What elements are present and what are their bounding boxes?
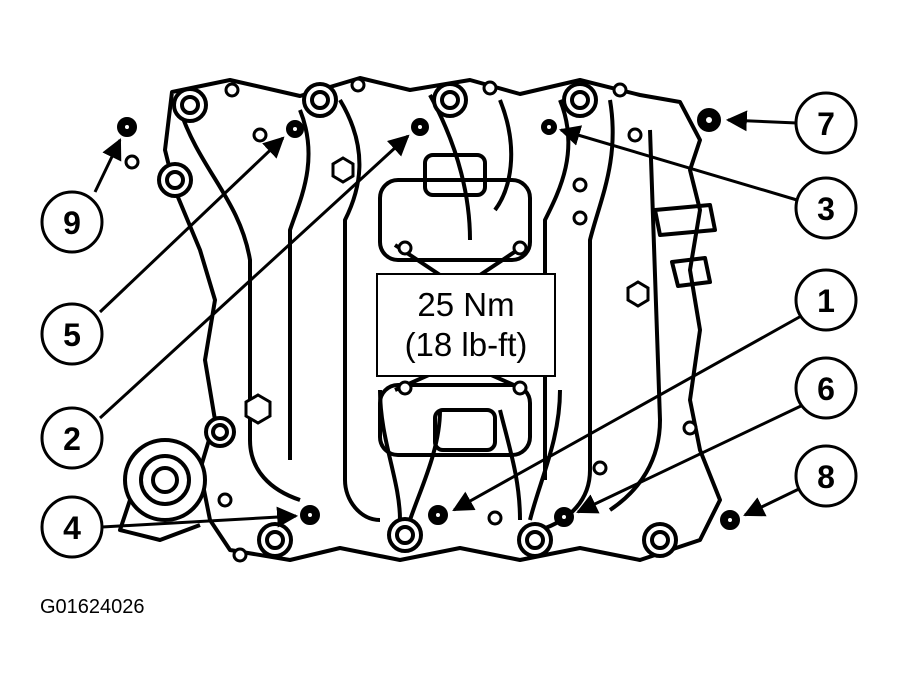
callout-label-9: 9 [63, 205, 81, 241]
callout-label-1: 1 [817, 283, 835, 319]
mounting-holes [124, 77, 698, 563]
torque-imperial: (18 lb-ft) [404, 326, 528, 363]
callout-label-8: 8 [817, 459, 835, 495]
callout-3: 3 [794, 176, 858, 240]
callout-label-6: 6 [817, 371, 835, 407]
callout-label-7: 7 [817, 106, 835, 142]
callout-9: 9 [40, 190, 104, 254]
runner-port-bosses [157, 82, 678, 558]
hex-nuts [244, 156, 650, 425]
callout-label-4: 4 [63, 510, 81, 546]
callout-7: 7 [794, 91, 858, 155]
callout-1: 1 [794, 268, 858, 332]
callout-8: 8 [794, 444, 858, 508]
callout-6: 6 [794, 356, 858, 420]
callout-4: 4 [40, 495, 104, 559]
manifold-bolts [117, 108, 740, 530]
torque-spec-box: 25 Nm (18 lb-ft) [376, 273, 556, 377]
torque-metric: 25 Nm [417, 286, 515, 323]
callout-label-2: 2 [63, 421, 81, 457]
figure-id: G01624026 [40, 596, 145, 618]
leader-arrows [93, 110, 804, 529]
callout-label-3: 3 [817, 191, 835, 227]
callout-2: 2 [40, 406, 104, 470]
callout-5: 5 [40, 302, 104, 366]
callouts: 9 5 2 4 7 3 1 6 [40, 91, 858, 559]
callout-label-5: 5 [63, 317, 81, 353]
